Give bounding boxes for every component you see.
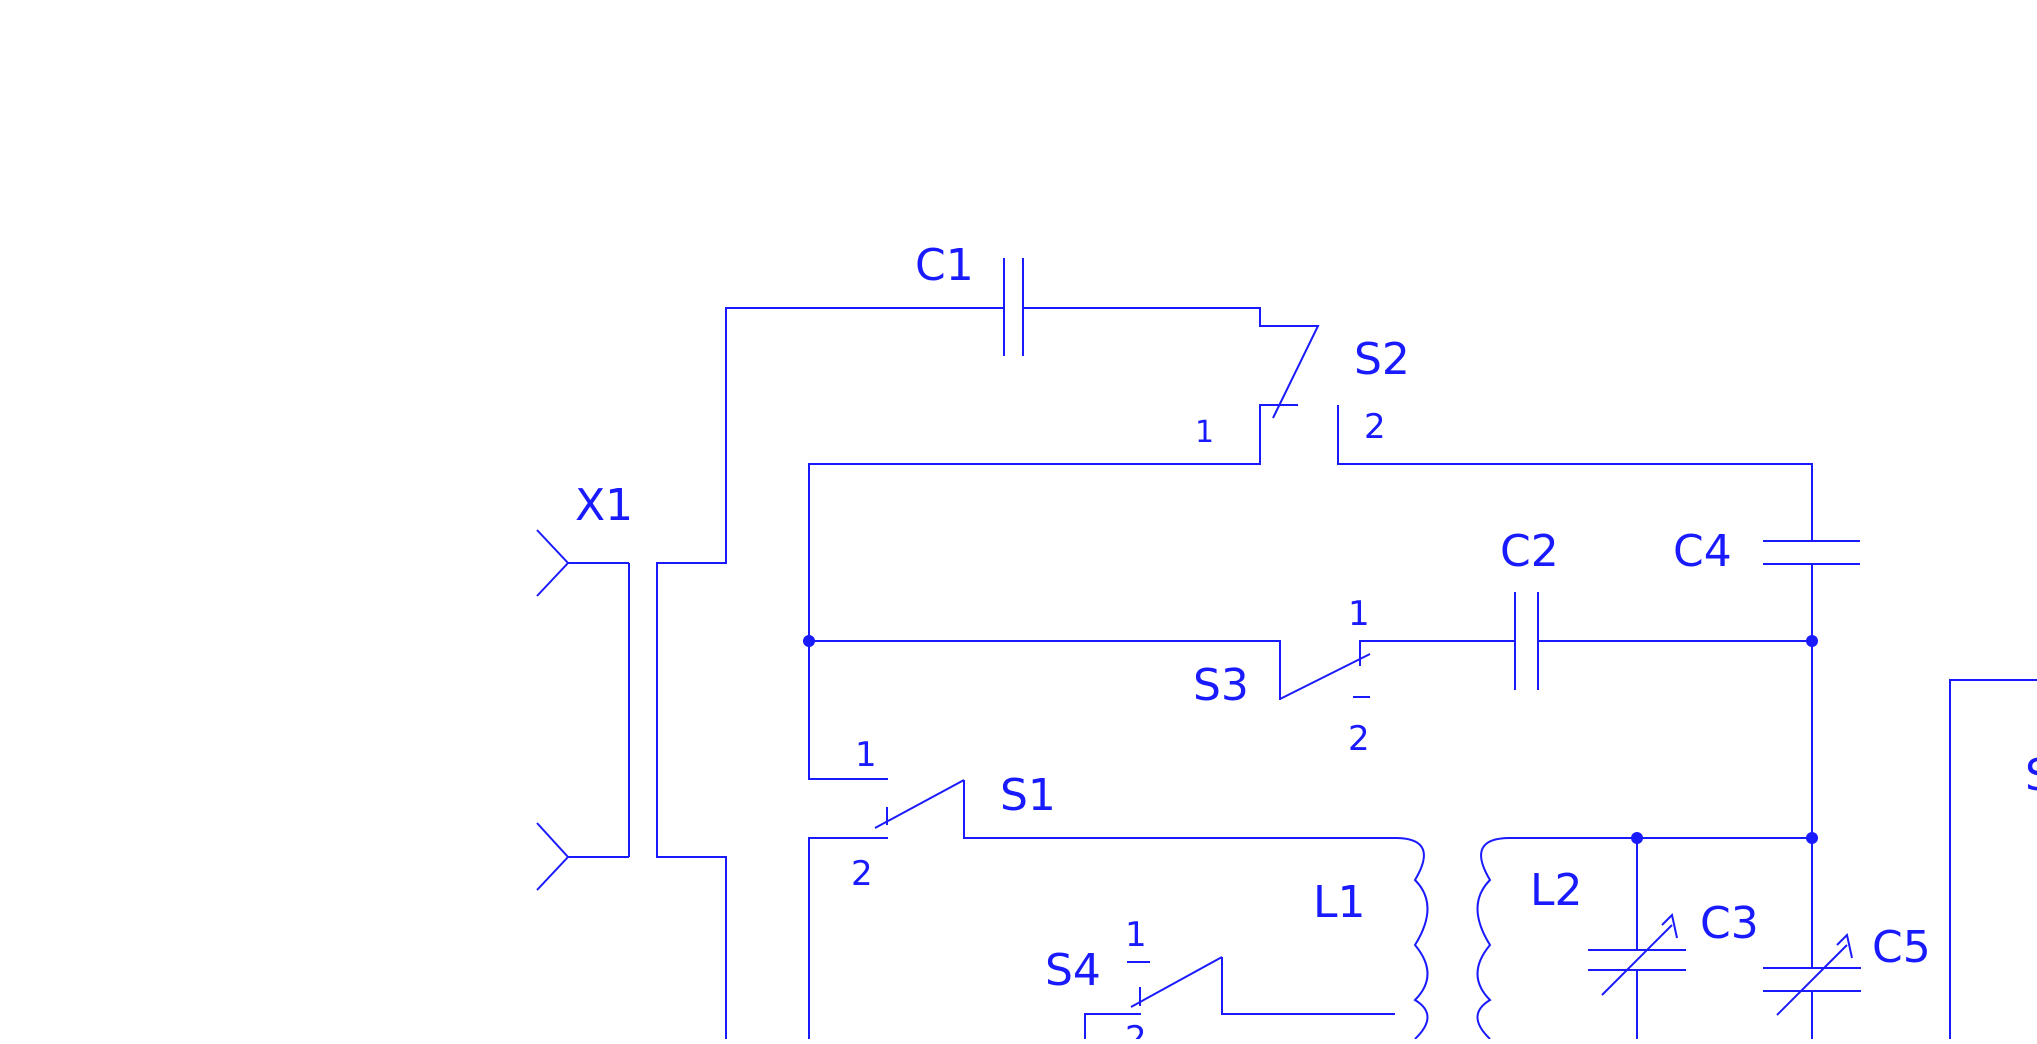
label-l2: L2 (1530, 865, 1583, 916)
pin-s4-1: 1 (1125, 915, 1147, 955)
wire-left-s3 (808, 640, 1281, 700)
label-x1: X1 (575, 480, 633, 531)
wire-s2-right (1337, 463, 1813, 542)
capacitor-c4: C4 (1673, 526, 1860, 577)
variable-capacitor-c5: C5 (1763, 838, 1931, 1039)
pin-s1-2: 2 (851, 854, 873, 894)
inductor-l1: L1 (1313, 837, 1429, 1040)
pin-s4-2: 2 (1125, 1019, 1147, 1039)
switch-s4: S4 1 2 (1045, 915, 1395, 1044)
label-c4: C4 (1673, 526, 1732, 577)
switch-s1: S1 1 2 (808, 640, 1395, 1040)
wire-c1-s2 (1022, 307, 1261, 327)
connector-x1: X1 (536, 480, 658, 891)
label-s4: S4 (1045, 945, 1101, 996)
variable-capacitor-c3: C3 (1588, 838, 1759, 1039)
label-c5: C5 (1872, 922, 1931, 973)
label-s-partial: S (2025, 750, 2037, 801)
wire-s2-left (808, 463, 1261, 642)
label-s3: S3 (1193, 660, 1249, 711)
label-c3: C3 (1700, 898, 1759, 949)
label-l1: L1 (1313, 877, 1366, 928)
switch-s2: S2 1 2 (1195, 325, 1410, 464)
capacitor-c2: C2 (1500, 526, 1559, 690)
label-s2: S2 (1354, 334, 1410, 385)
switch-s3: S3 1 2 (1193, 594, 1515, 759)
pin-s3-2: 2 (1348, 719, 1370, 759)
label-s1: S1 (1000, 770, 1056, 821)
wire-x1-bottom (656, 856, 727, 1040)
wire-x1-c1 (656, 307, 1005, 564)
pin-s1-1: 1 (855, 735, 877, 775)
partial-component-s: S (1949, 679, 2037, 1039)
capacitor-c1: C1 (915, 240, 1024, 356)
pin-s2-1: 1 (1195, 415, 1214, 450)
inductor-l2: L2 (1476, 837, 1583, 1040)
pin-s2-2: 2 (1364, 407, 1386, 447)
pin-s3-1: 1 (1348, 594, 1370, 634)
label-c1: C1 (915, 240, 974, 291)
label-c2: C2 (1500, 526, 1559, 577)
